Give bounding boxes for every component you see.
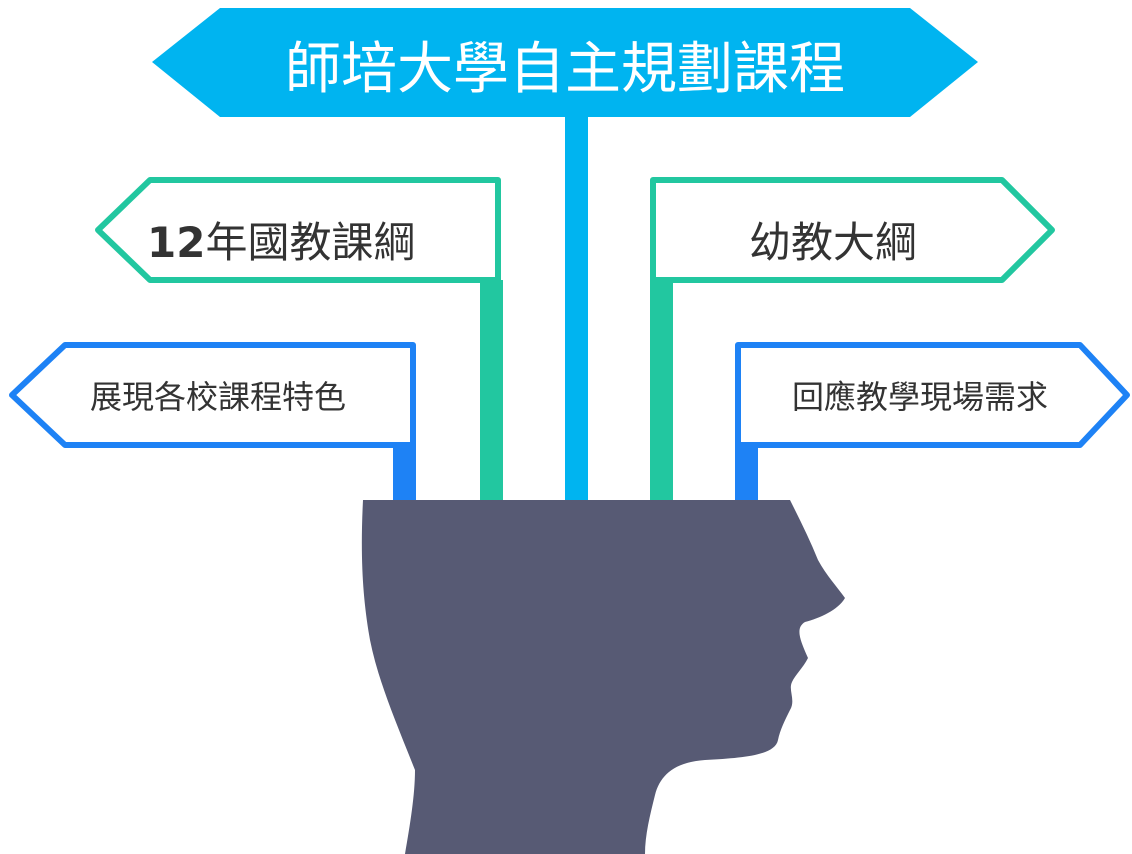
sign-mid-left-label: 12年國教課綱 xyxy=(147,218,415,267)
pole-mid-left xyxy=(480,280,503,506)
pole-bottom-right xyxy=(735,440,758,506)
sign-top-label: 師培大學自主規劃課程 xyxy=(285,37,845,102)
sign-bottom-right-label: 回應教學現場需求 xyxy=(792,378,1048,416)
sign-bottom-left xyxy=(9,342,416,448)
head-silhouette xyxy=(361,500,845,854)
sign-bottom-right xyxy=(735,342,1130,448)
sign-mid-left-text: 年國教課綱 xyxy=(205,218,415,267)
sign-top xyxy=(152,8,978,117)
sign-mid-right-label: 幼教大綱 xyxy=(749,218,917,267)
sign-bottom-left-label: 展現各校課程特色 xyxy=(90,378,346,416)
pole-bottom-left xyxy=(393,440,416,506)
pole-mid-right xyxy=(650,280,673,506)
sign-mid-right xyxy=(650,177,1055,283)
pole-center xyxy=(565,112,588,506)
sign-mid-left-number: 12 xyxy=(147,218,205,267)
sign-mid-left xyxy=(95,177,501,283)
